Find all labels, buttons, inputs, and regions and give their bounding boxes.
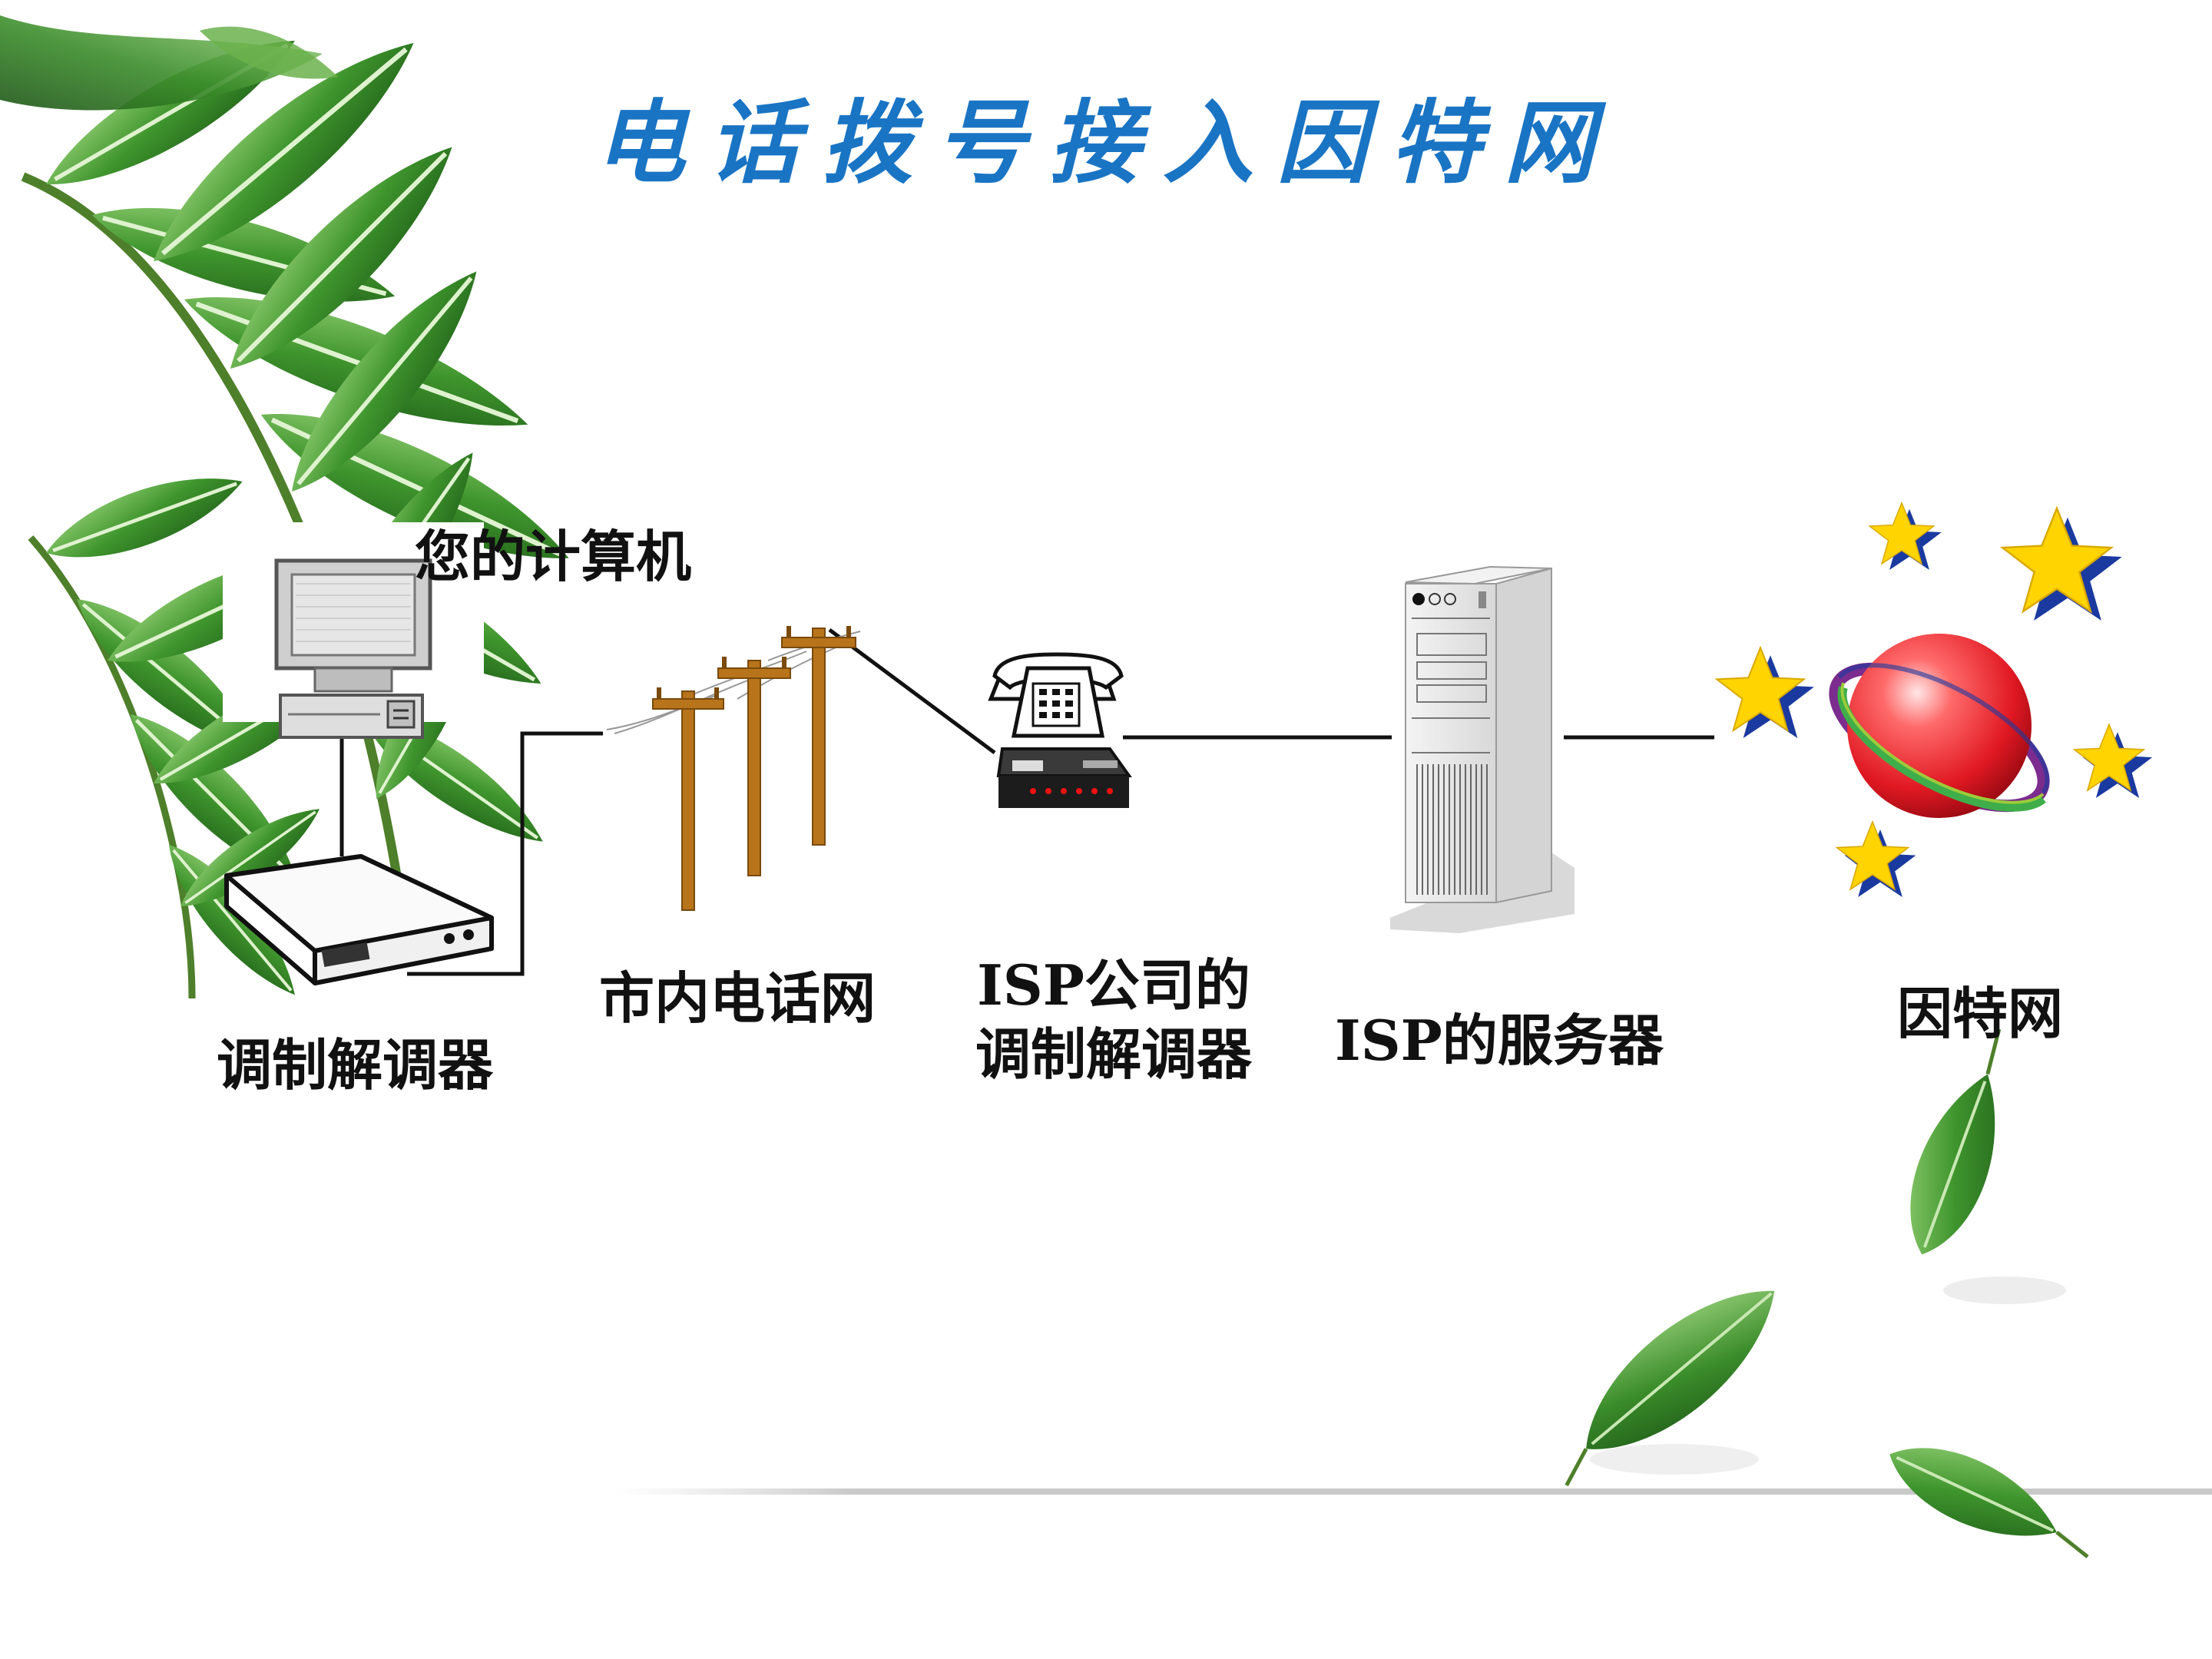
label-modem: 调制解调器: [217, 1032, 494, 1098]
page-title: 电话拨号接入因特网: [594, 89, 1618, 196]
leaf-icon: [1565, 1290, 1775, 1487]
label-internet: 因特网: [1897, 981, 2064, 1046]
label-isp-server: ISP的服务器: [1335, 1008, 1664, 1073]
label-phone-network: 市内电话网: [599, 965, 876, 1031]
leaf-icon: [1889, 1448, 2089, 1558]
label-isp-modem: ISP公司的 调制解调器: [968, 951, 1260, 1089]
label-isp-modem-line2: 调制解调器: [975, 1022, 1252, 1087]
label-computer: 您的计算机: [415, 524, 692, 589]
label-isp-modem-line1: ISP公司的: [977, 952, 1250, 1018]
telephone-pole-icon: [606, 626, 861, 911]
server-tower-icon: [1390, 565, 1575, 933]
connection-lines: [339, 628, 1714, 976]
leaf-icon: [1910, 1028, 2066, 1304]
floor-line: [614, 1488, 2212, 1495]
planet-stars-icon: [1716, 502, 2153, 897]
computer-icon: [223, 522, 484, 739]
telephone-modem-icon: [988, 652, 1132, 808]
modem-icon: [224, 854, 494, 985]
